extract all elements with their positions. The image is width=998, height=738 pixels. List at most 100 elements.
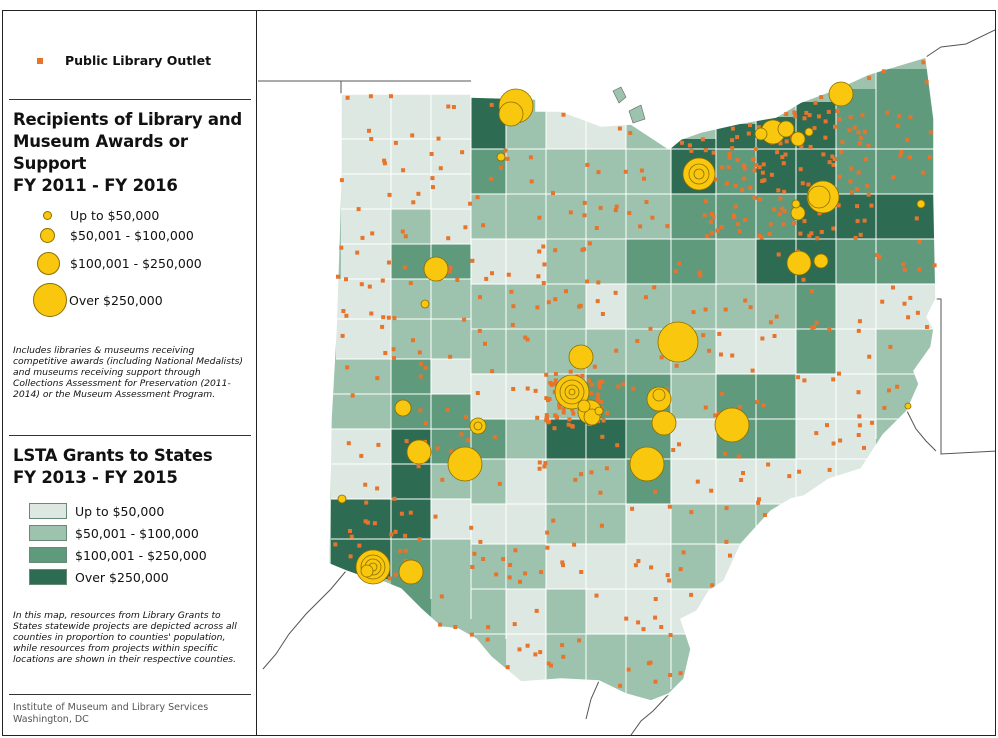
library-outlet-marker: [621, 382, 626, 387]
library-outlet-marker: [545, 416, 549, 421]
library-outlet-marker: [711, 150, 716, 155]
library-outlet-marker: [847, 128, 852, 133]
county-area: [716, 239, 756, 284]
county-area: [331, 429, 391, 464]
library-outlet-marker: [743, 298, 748, 303]
pennsylvania-border-line: [936, 298, 995, 455]
library-outlet-marker: [624, 616, 629, 621]
library-outlet-marker: [866, 143, 871, 148]
county-area: [391, 174, 431, 209]
library-outlet-marker: [553, 413, 558, 418]
award-circle-medium-icon: [40, 228, 55, 243]
library-outlet-marker: [523, 335, 528, 340]
library-outlet-marker: [382, 158, 387, 163]
lsta-swatch-4: [29, 569, 67, 585]
award-size-label-4: Over $250,000: [69, 292, 163, 308]
library-outlet-marker: [546, 300, 551, 305]
library-outlet-marker: [545, 545, 550, 550]
outlet-square-icon: [37, 57, 43, 64]
library-outlet-marker: [348, 529, 352, 533]
library-outlet-marker: [887, 388, 891, 393]
library-outlet-marker: [697, 270, 702, 275]
library-outlet-marker: [784, 112, 789, 117]
library-outlet-marker: [501, 557, 506, 561]
awards-title-line-1: Recipients of Library and: [13, 110, 243, 129]
library-outlet-marker: [475, 391, 480, 395]
library-outlet-marker: [748, 185, 753, 190]
county-area: [471, 374, 506, 419]
library-outlet-marker: [601, 418, 606, 423]
library-outlet-marker: [544, 372, 549, 377]
library-outlet-marker: [735, 158, 740, 163]
library-outlet-marker: [760, 179, 765, 183]
library-outlet-marker: [902, 301, 907, 306]
library-outlet-marker: [490, 369, 495, 374]
library-outlet-marker: [728, 553, 732, 558]
library-outlet-marker: [477, 328, 482, 333]
county-area: [836, 284, 876, 329]
library-outlet-marker: [392, 356, 396, 361]
library-outlet-marker: [750, 368, 755, 373]
library-outlet-marker: [367, 284, 372, 289]
library-outlet-marker: [552, 426, 557, 431]
credit: Institute of Museum and Library Services…: [13, 702, 208, 725]
lake-island: [612, 86, 627, 104]
award-size-row-2: $50,001 - $100,000: [40, 228, 194, 243]
library-outlet-marker: [737, 229, 742, 234]
library-outlet-marker: [862, 218, 867, 223]
county-area: [756, 284, 796, 329]
legend-divider: [9, 435, 251, 436]
award-recipient-circle: [790, 205, 806, 221]
county-area: [836, 419, 876, 459]
library-outlet-marker: [769, 172, 774, 177]
library-outlet-marker: [438, 622, 443, 627]
county-area: [626, 544, 671, 589]
library-outlet-marker: [848, 115, 853, 120]
award-size-label-1: Up to $50,000: [70, 208, 160, 223]
library-outlet-marker: [709, 211, 714, 216]
library-outlet-marker: [668, 673, 673, 677]
library-outlet-marker: [775, 150, 780, 155]
county-area: [586, 504, 626, 544]
library-outlet-marker: [717, 331, 722, 336]
library-outlet-marker: [831, 162, 836, 167]
county-area: [341, 139, 391, 174]
county-area: [431, 319, 471, 359]
county-area: [756, 504, 796, 544]
library-outlet-marker: [646, 661, 651, 666]
library-outlet-marker: [544, 413, 549, 418]
library-outlet-marker: [561, 410, 566, 415]
west-virginia-border-line: [630, 693, 670, 735]
library-outlet-marker: [628, 131, 633, 135]
library-outlet-marker: [853, 235, 858, 240]
library-outlet-marker: [792, 220, 797, 225]
library-outlet-marker: [478, 539, 483, 544]
lsta-class-label-3: $100,001 - $250,000: [75, 547, 207, 563]
library-outlet-marker: [802, 219, 807, 224]
library-outlet-marker: [341, 309, 346, 313]
library-outlet-marker: [383, 351, 388, 355]
library-outlet-marker: [735, 222, 740, 227]
library-outlet-marker: [882, 405, 887, 410]
county-area: [586, 119, 626, 149]
library-outlet-marker: [689, 148, 694, 153]
award-circle-xlarge-icon: [33, 283, 67, 317]
library-outlet-marker: [730, 146, 735, 151]
library-outlet-marker: [513, 548, 518, 553]
library-outlet-marker: [827, 160, 832, 165]
county-area: [431, 539, 471, 589]
library-outlet-marker: [364, 500, 369, 505]
library-outlet-marker: [340, 333, 345, 338]
county-area: [586, 329, 626, 374]
lsta-class-row-2: $50,001 - $100,000: [29, 525, 199, 541]
award-recipient-circle: [406, 439, 432, 465]
library-outlet-marker: [356, 207, 361, 212]
outlet-legend-row: Public Library Outlet: [37, 53, 211, 68]
library-outlet-marker: [489, 102, 494, 107]
library-outlet-marker: [369, 311, 374, 316]
county-area: [671, 284, 716, 329]
library-outlet-marker: [488, 176, 493, 181]
county-area: [626, 239, 671, 284]
library-outlet-marker: [485, 637, 490, 642]
library-outlet-marker: [857, 141, 862, 146]
